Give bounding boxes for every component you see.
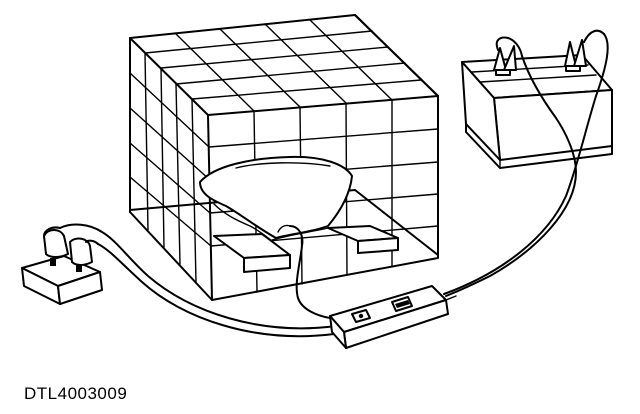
- support-block-left: [213, 233, 291, 273]
- connector-front: [57, 271, 103, 305]
- cable-switch-connector-a: [59, 223, 337, 330]
- connector-plug-b: [69, 237, 93, 272]
- cables: [59, 33, 609, 338]
- cable-battery-negative: [445, 55, 577, 297]
- cable-seat-lead: [289, 225, 331, 319]
- cage-side-grid: [129, 52, 212, 283]
- rocker-switch-left: [351, 309, 371, 323]
- cable-switch-connector-b: [97, 243, 335, 338]
- cage-top-grid: [144, 19, 422, 112]
- battery: [461, 54, 613, 169]
- cage-edge-bottom-left: [129, 211, 213, 301]
- seat-cushion: [199, 155, 353, 245]
- battery-clip-right: [564, 29, 605, 67]
- rocker-switch-right: [391, 296, 413, 312]
- switch-box: [329, 285, 457, 349]
- support-block-right: [327, 225, 399, 254]
- connector-plug-a: [43, 229, 69, 266]
- cage-front-face: [207, 95, 439, 301]
- seat-assembly: [199, 155, 399, 273]
- wire-cage: [129, 14, 439, 301]
- switch-box-end: [329, 315, 347, 349]
- cage-edge-left-top: [129, 37, 209, 116]
- cage-edge-right-top: [354, 14, 439, 97]
- battery-clip-left: [493, 36, 523, 71]
- connector-block: [21, 226, 103, 305]
- figure-code: DTL4003009: [24, 384, 128, 403]
